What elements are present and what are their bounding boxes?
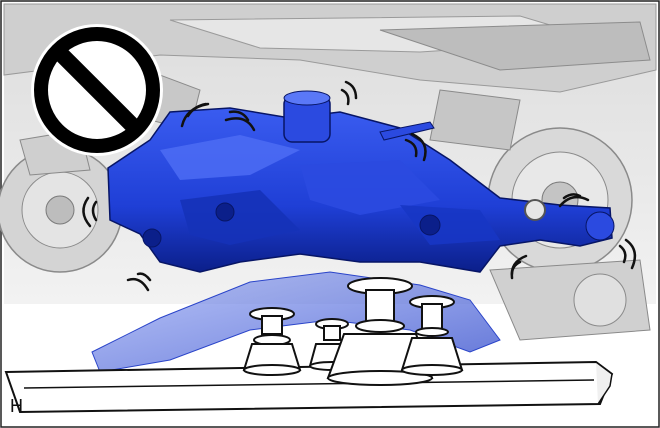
workbench [6, 362, 612, 412]
no-entry-icon [31, 24, 163, 156]
figure-label: H [10, 396, 23, 417]
